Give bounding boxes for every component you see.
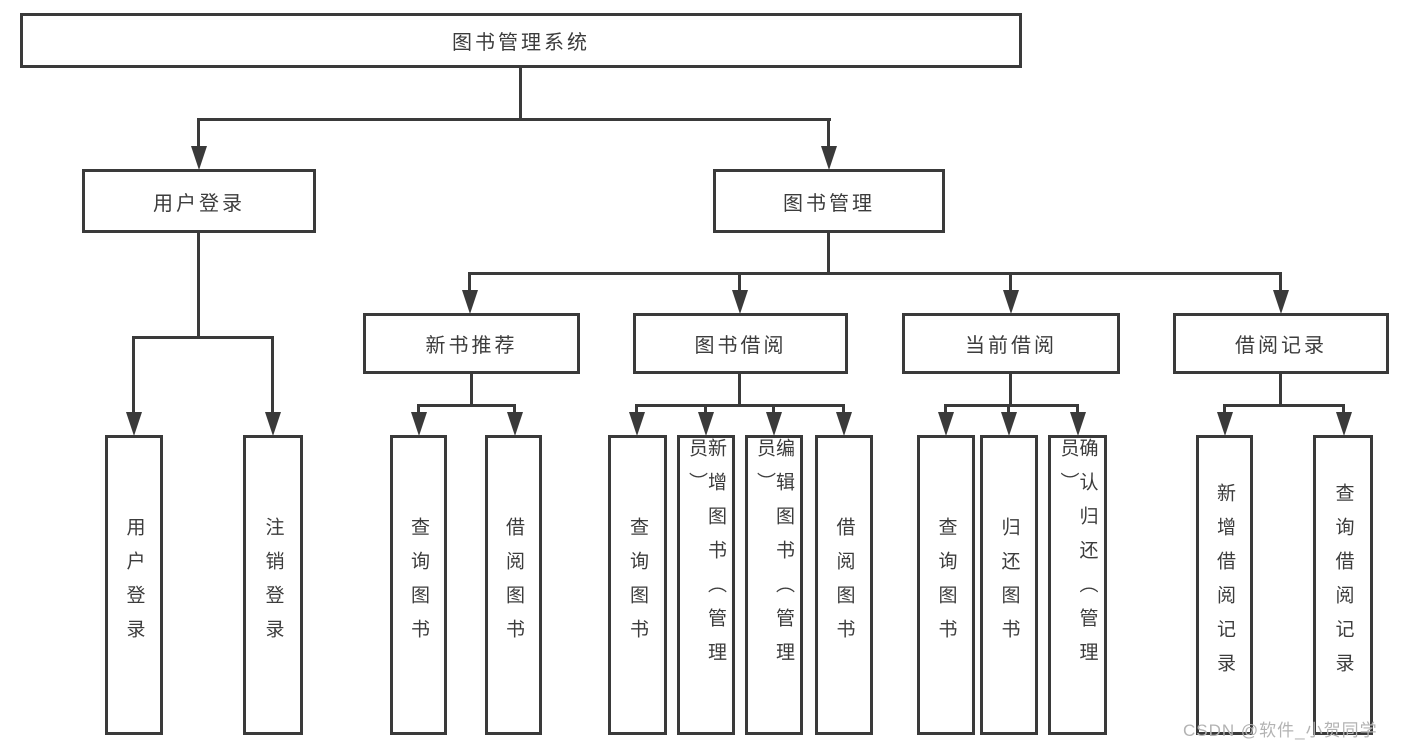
watermark: CSDN @软件_小贺同学 (1183, 721, 1378, 740)
connector-line (1279, 374, 1282, 407)
arrow-down-icon (462, 290, 478, 314)
leaf-borrowing-edit-book-admin: 编辑图书（管理员） (745, 435, 803, 735)
connector-line (468, 272, 1282, 275)
leaf-user-login: 用户登录 (105, 435, 163, 735)
connector-line (132, 336, 274, 339)
connector-line (944, 404, 947, 414)
leaf-logout: 注销登录 (243, 435, 303, 735)
connector-line (772, 404, 775, 414)
connector-line (635, 404, 845, 407)
connector-line (827, 118, 830, 148)
leaf-recommend-borrow-books: 借阅图书 (485, 435, 542, 735)
leaf-current-confirm-return-admin: 确认归还（管理员） (1048, 435, 1107, 735)
arrow-down-icon (766, 412, 782, 436)
connector-line (470, 374, 473, 407)
arrow-down-icon (411, 412, 427, 436)
arrow-down-icon (1001, 412, 1017, 436)
node-book-borrowing: 图书借阅 (633, 313, 848, 374)
connector-line (1342, 404, 1345, 414)
arrow-down-icon (821, 146, 837, 170)
connector-line (1007, 404, 1010, 414)
connector-line (132, 336, 135, 414)
leaf-borrowing-borrow-books: 借阅图书 (815, 435, 873, 735)
arrow-down-icon (1003, 290, 1019, 314)
arrow-down-icon (938, 412, 954, 436)
connector-line (417, 404, 516, 407)
connector-line (513, 404, 516, 414)
connector-line (1223, 404, 1226, 414)
arrow-down-icon (698, 412, 714, 436)
arrow-down-icon (1336, 412, 1352, 436)
arrow-down-icon (265, 412, 281, 436)
connector-line (842, 404, 845, 414)
arrow-down-icon (191, 146, 207, 170)
arrow-down-icon (1217, 412, 1233, 436)
node-user-login: 用户登录 (82, 169, 316, 233)
leaf-current-return-books: 归还图书 (980, 435, 1038, 735)
connector-line (827, 233, 830, 272)
leaf-recommend-query-books: 查询图书 (390, 435, 447, 735)
connector-line (738, 272, 741, 292)
arrow-down-icon (1070, 412, 1086, 436)
connector-line (1279, 272, 1282, 292)
leaf-current-query-books: 查询图书 (917, 435, 975, 735)
leaf-borrowing-add-book-admin: 新增图书（管理员） (677, 435, 735, 735)
arrow-down-icon (126, 412, 142, 436)
node-book-management: 图书管理 (713, 169, 945, 233)
node-current-borrowing: 当前借阅 (902, 313, 1120, 374)
connector-line (1223, 404, 1345, 407)
leaf-borrowing-query-books: 查询图书 (608, 435, 667, 735)
connector-line (738, 374, 741, 407)
node-new-book-recommendation: 新书推荐 (363, 313, 580, 374)
connector-line (1076, 404, 1079, 414)
connector-line (519, 68, 522, 118)
arrow-down-icon (1273, 290, 1289, 314)
connector-line (197, 233, 200, 336)
connector-line (197, 118, 200, 148)
arrow-down-icon (507, 412, 523, 436)
node-library-management-system: 图书管理系统 (20, 13, 1022, 68)
arrow-down-icon (732, 290, 748, 314)
connector-line (417, 404, 420, 414)
arrow-down-icon (836, 412, 852, 436)
connector-line (1009, 374, 1012, 407)
connector-line (1009, 272, 1012, 292)
connector-line (944, 404, 1079, 407)
connector-line (704, 404, 707, 414)
leaf-records-add-record: 新增借阅记录 (1196, 435, 1253, 735)
connector-line (635, 404, 638, 414)
leaf-records-query-record: 查询借阅记录 (1313, 435, 1373, 735)
connector-line (271, 336, 274, 414)
node-borrowing-records: 借阅记录 (1173, 313, 1389, 374)
connector-line (468, 272, 471, 292)
connector-line (197, 118, 831, 121)
arrow-down-icon (629, 412, 645, 436)
